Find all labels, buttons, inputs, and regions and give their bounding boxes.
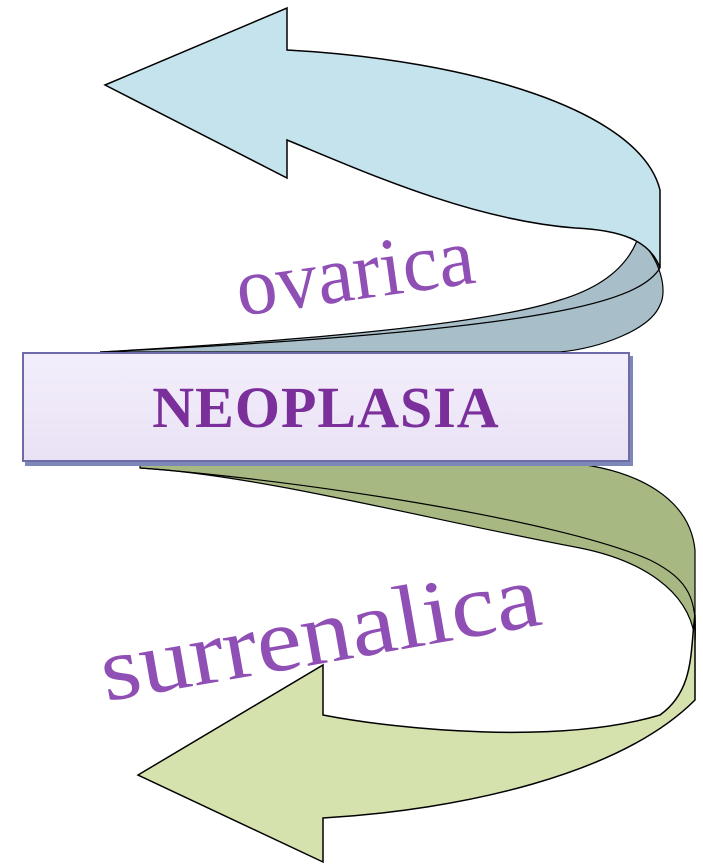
neoplasia-label: NEOPLASIA: [152, 374, 499, 441]
top-word: ovarica: [230, 210, 480, 334]
neoplasia-label-box: NEOPLASIA: [22, 352, 630, 462]
